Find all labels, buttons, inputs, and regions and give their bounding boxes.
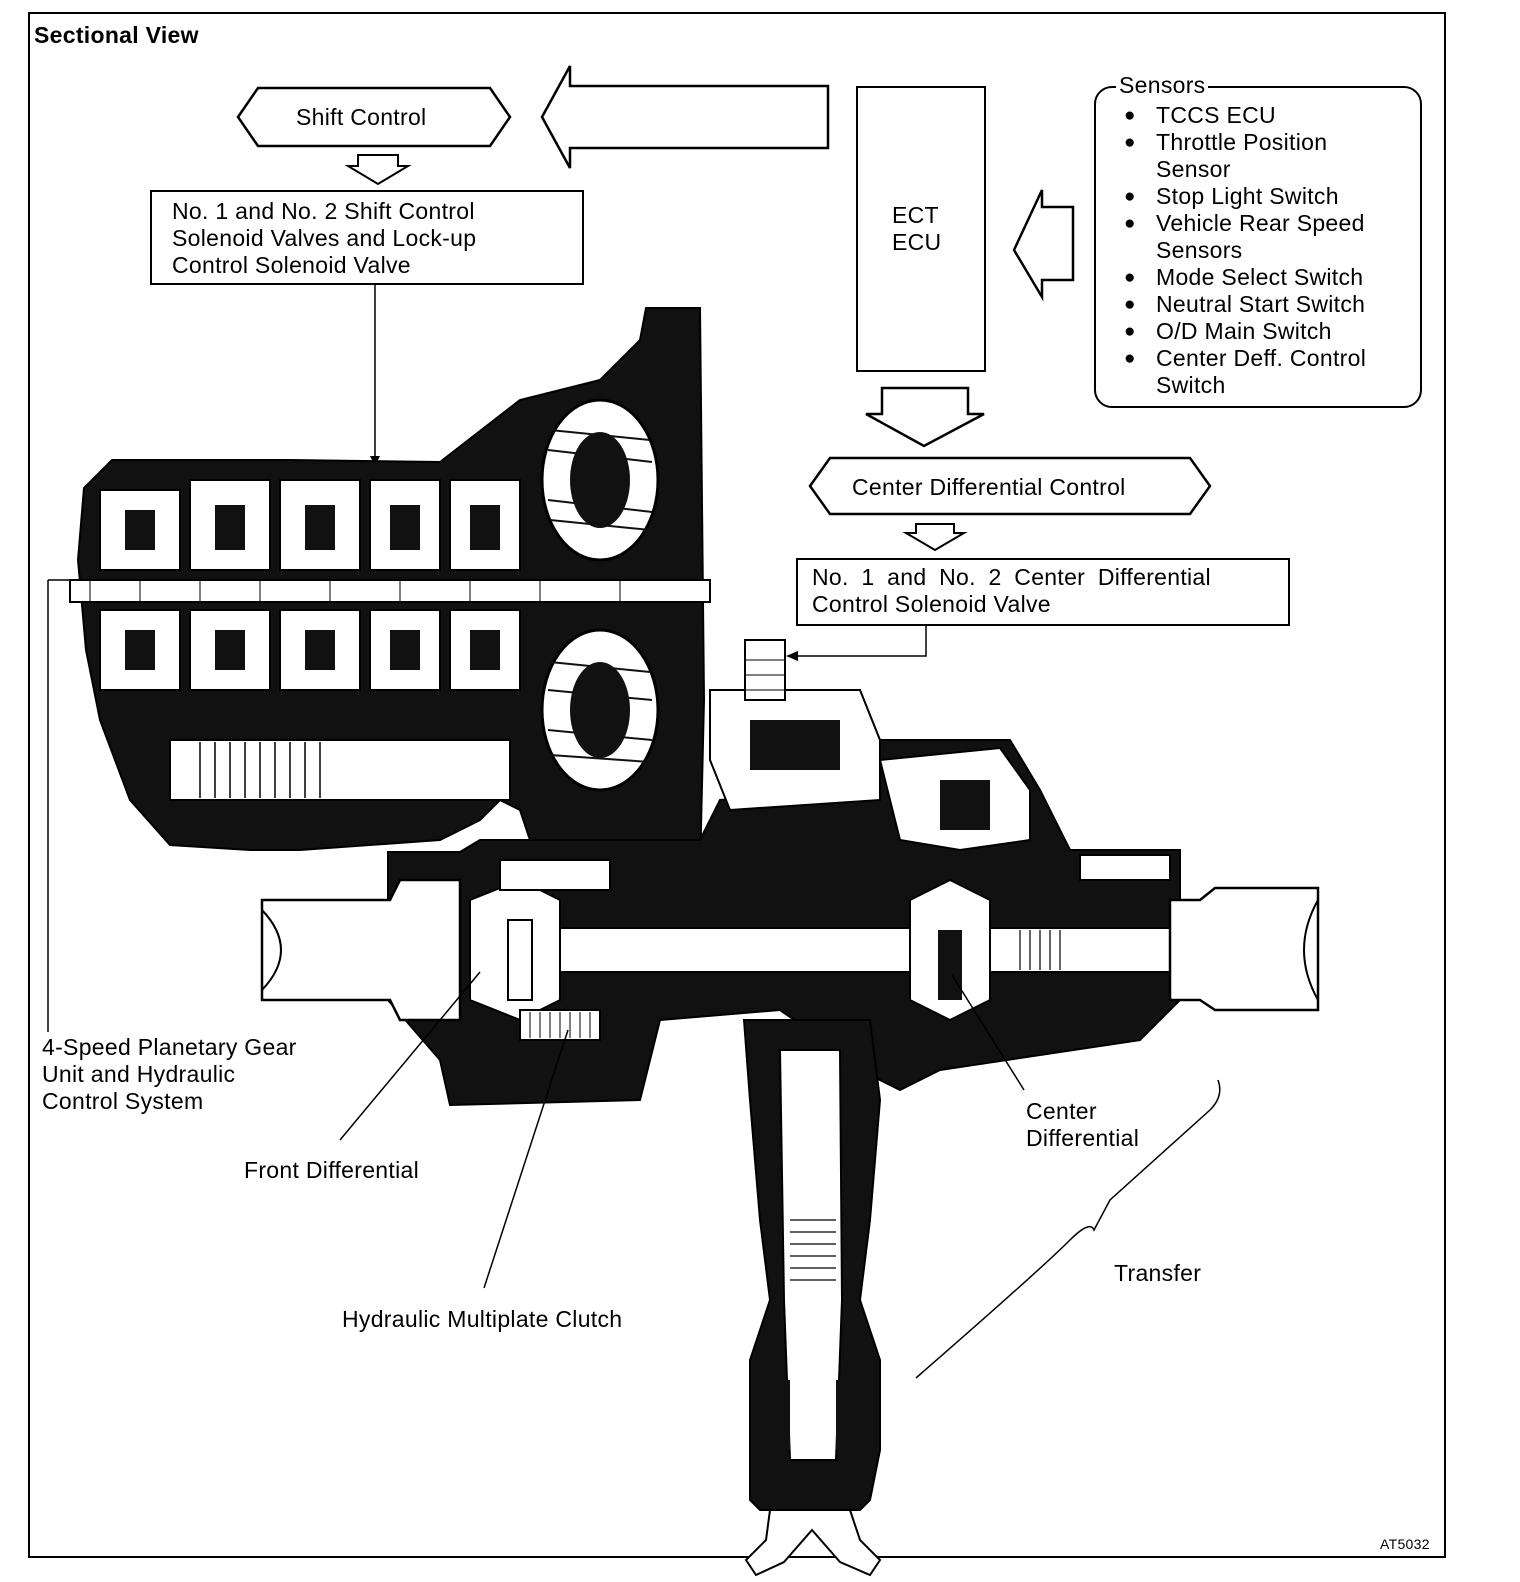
sensor-item: Mode Select Switch	[1124, 264, 1366, 291]
clutch-leader	[483, 1029, 569, 1289]
sensor-list: TCCS ECU Throttle Position Sensor Stop L…	[1124, 102, 1366, 399]
shift-solenoid-line-3: Control Solenoid Valve	[172, 252, 411, 278]
shift-solenoid-line-1: No. 1 and No. 2 Shift Control	[172, 198, 475, 224]
center-differential-label-2: Differential	[1026, 1125, 1140, 1151]
sensor-item: Switch	[1156, 372, 1226, 398]
sensor-item: Center Deff. Control	[1124, 345, 1366, 372]
sensor-item: Vehicle Rear Speed	[1124, 210, 1366, 237]
center-diff-solenoid-box: No. 1 and No. 2 Center Differential Cont…	[796, 558, 1290, 626]
ect-ecu-box: ECT ECU	[856, 86, 986, 372]
ecu-line-1: ECT	[892, 202, 939, 228]
center-diff-solenoid-line-1: No. 1 and No. 2 Center Differential	[812, 564, 1211, 590]
planetary-label-2: Unit and Hydraulic	[42, 1061, 236, 1087]
figure-title: Sectional View	[34, 22, 199, 48]
ecu-to-shift-arrow	[540, 65, 830, 169]
shift-solenoid-box: No. 1 and No. 2 Shift Control Solenoid V…	[150, 190, 584, 285]
shift-control-hexagon	[236, 86, 512, 148]
transfer-label: Transfer	[1114, 1260, 1202, 1286]
sensors-box	[1094, 86, 1422, 408]
shift-control-label: Shift Control	[296, 104, 427, 130]
center-diff-control-label: Center Differential Control	[852, 474, 1126, 500]
sensor-item: Sensor	[1156, 156, 1231, 182]
ecu-line-2: ECU	[892, 229, 942, 255]
center-diff-down-arrow	[902, 523, 968, 552]
figure-frame	[28, 12, 1446, 1558]
sensor-item: Throttle Position	[1124, 129, 1366, 156]
front-differential-label: Front Differential	[244, 1157, 419, 1183]
sensors-title: Sensors	[1116, 72, 1209, 99]
center-diff-control-hexagon	[808, 456, 1212, 516]
center-solenoid-leader	[792, 620, 927, 657]
differential-case	[260, 639, 1320, 1107]
transfer-brace	[915, 1079, 1221, 1379]
planetary-label-3: Control System	[42, 1088, 204, 1114]
planetary-label-1: 4-Speed Planetary Gear	[42, 1034, 297, 1060]
sensors-to-ecu-arrow	[1012, 189, 1075, 302]
sensor-item: Stop Light Switch	[1124, 183, 1366, 210]
hydraulic-clutch-label: Hydraulic Multiplate Clutch	[342, 1306, 623, 1332]
transfer-output	[742, 1019, 882, 1577]
sensor-item: TCCS ECU	[1124, 102, 1366, 129]
center-diff-solenoid-line-2: Control Solenoid Valve	[812, 591, 1051, 617]
sensor-item: Sensors	[1156, 237, 1243, 263]
front-diff-leader	[339, 971, 481, 1141]
shift-solenoid-line-2: Solenoid Valves and Lock-up	[172, 225, 477, 251]
sensor-item: Neutral Start Switch	[1124, 291, 1366, 318]
shift-down-arrow	[344, 154, 412, 186]
sensor-item: O/D Main Switch	[1124, 318, 1366, 345]
center-diff-leader	[951, 974, 1025, 1091]
center-differential-label-1: Center	[1026, 1098, 1097, 1124]
transmission-body	[69, 307, 711, 871]
ecu-down-arrow	[865, 386, 985, 448]
figure-code: AT5032	[1380, 1536, 1430, 1552]
